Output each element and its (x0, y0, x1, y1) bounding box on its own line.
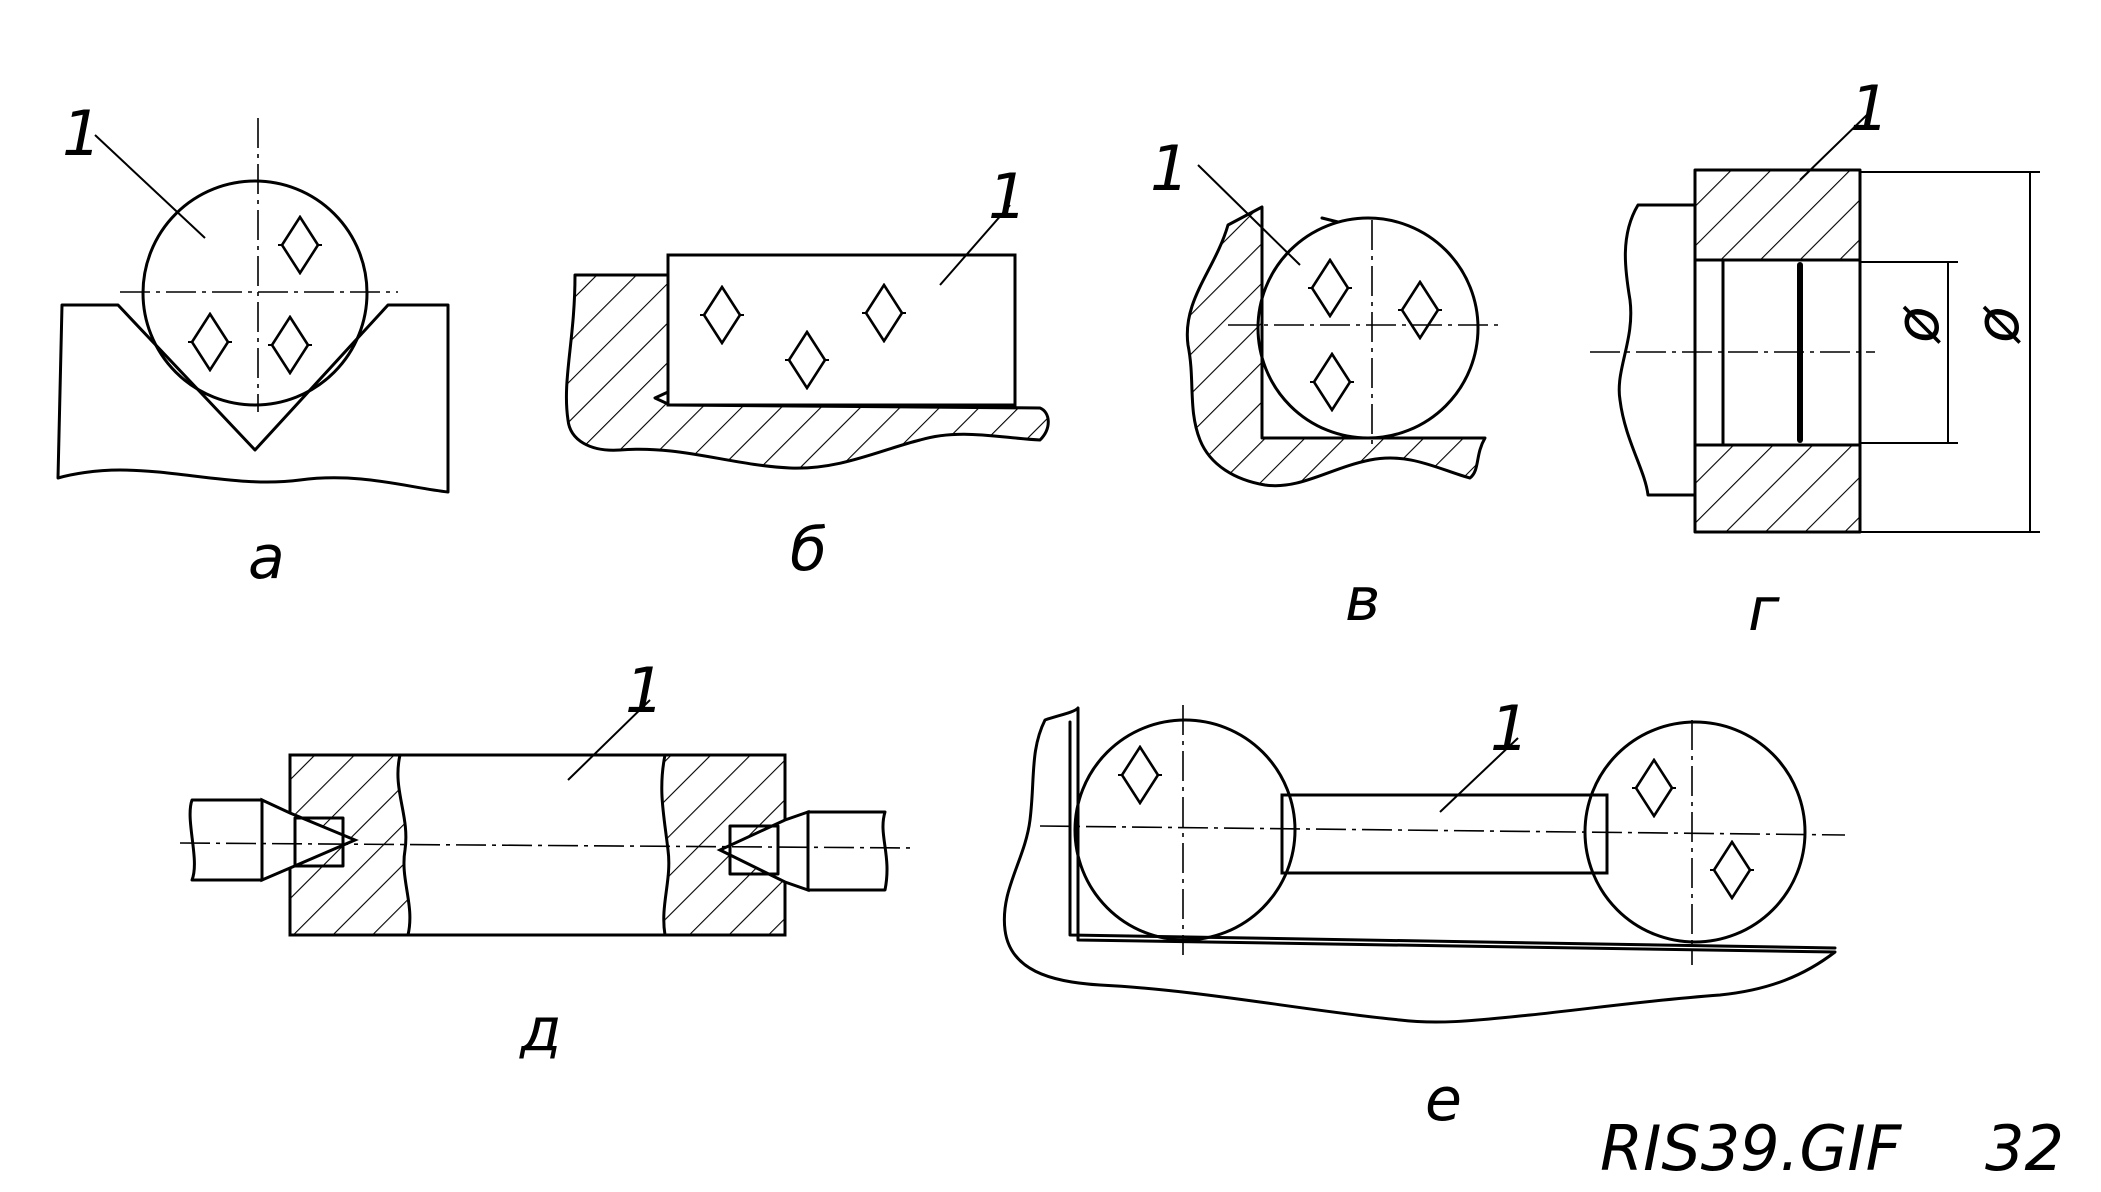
part-number-label: 1 (1150, 132, 1189, 205)
part-number-label: 1 (62, 97, 101, 170)
marker-diamond (1310, 352, 1354, 412)
marker-diamond (1398, 280, 1442, 340)
support-outline (1002, 706, 1837, 1024)
panel-letter-e: д (519, 995, 561, 1065)
panel-letter-b: б (790, 515, 827, 585)
center-line-h (179, 842, 916, 849)
shaft-broken-edge (1617, 203, 1697, 497)
panel-letter-a: а (248, 523, 285, 593)
marker-diamond (1710, 840, 1754, 900)
bushing-upper-section (1693, 168, 1862, 262)
leader-line (1197, 164, 1301, 266)
panel-letter-d: г (1748, 575, 1780, 645)
left-center-hole (293, 816, 345, 868)
right-center-shank (806, 810, 889, 892)
part-number-label: 1 (988, 160, 1027, 233)
v-block (56, 303, 450, 494)
left-center-tip (260, 797, 359, 883)
base-section (564, 273, 1050, 470)
marker-diamond (1118, 745, 1162, 805)
file-name-caption: RIS39.GIF (1600, 1112, 1903, 1185)
center-line-h (1039, 825, 1846, 836)
leader-line (94, 134, 206, 239)
marker-diamond (278, 215, 322, 275)
panel-letter-c: в (1345, 565, 1380, 635)
right-end-section (660, 753, 787, 937)
right-center-hole (728, 824, 780, 876)
left-end-section (288, 753, 412, 937)
panel-d: ø ø 1 г (1590, 72, 2040, 645)
workpiece-block (666, 253, 1017, 407)
panel-b: 1 б (564, 160, 1050, 585)
part-number-label: 1 (625, 654, 664, 727)
panel-f: 1 е (1002, 692, 1846, 1135)
left-center-shank (188, 798, 264, 882)
leader-line (939, 204, 1011, 286)
inner-corner (1068, 720, 1837, 950)
base-notch (653, 390, 670, 406)
contact-tick (1320, 216, 1340, 224)
panel-a: 1 а (56, 97, 450, 593)
leader-line (1439, 737, 1519, 813)
leader-line (1799, 109, 1873, 181)
corner-section (1185, 205, 1487, 488)
left-collar (1073, 718, 1297, 942)
panel-letter-f: е (1425, 1065, 1462, 1135)
cylinder (141, 179, 369, 407)
cylinder (1256, 216, 1480, 440)
marker-diamond (1632, 758, 1676, 818)
part-number-label: 1 (1490, 692, 1529, 765)
bushing-lower-section (1693, 443, 1862, 534)
right-center-tip (716, 809, 810, 893)
panel-c: 1 в (1150, 132, 1500, 635)
page-number: 32 (1985, 1112, 2064, 1185)
outer-diameter-symbol: ø (1963, 305, 2033, 344)
marker-diamond (268, 315, 312, 375)
marker-diamond (188, 312, 232, 372)
inner-diameter-symbol: ø (1883, 305, 1953, 344)
leader-line (567, 699, 651, 781)
marker-diamond (1308, 258, 1352, 318)
panel-e: 1 д (179, 654, 916, 1065)
part-number-label: 1 (1850, 72, 1889, 145)
